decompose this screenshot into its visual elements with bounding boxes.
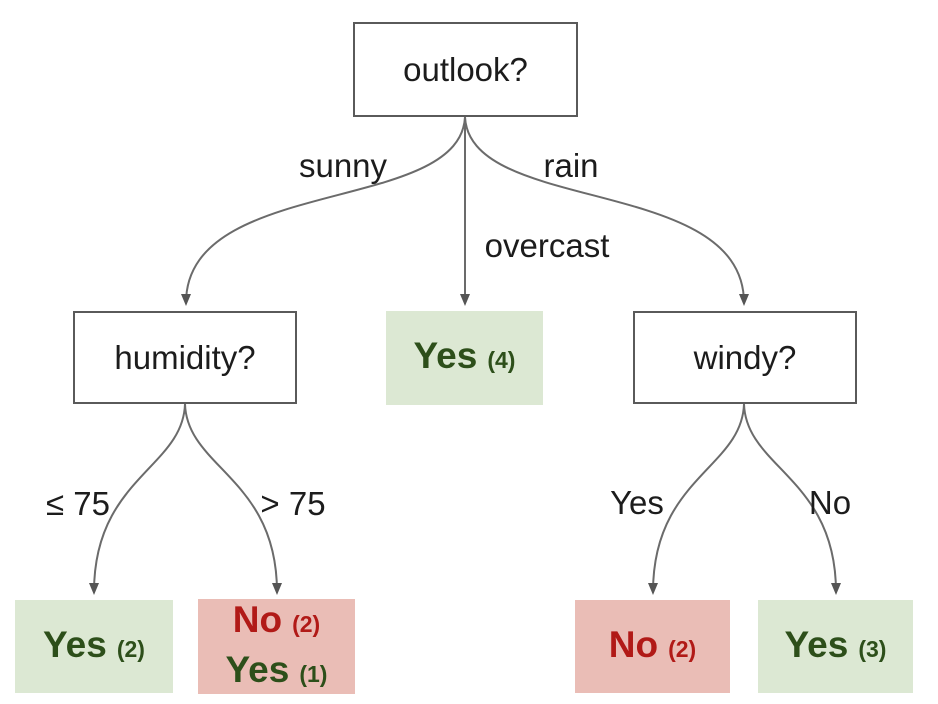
node-windy: windy? <box>633 311 857 404</box>
leaf-verdict: Yes <box>225 648 290 690</box>
leaf-count: (2) <box>292 610 321 637</box>
leaf-verdict: No <box>608 623 659 665</box>
branch-label-sunny: sunny <box>298 147 388 184</box>
leaf-count: (2) <box>116 635 145 662</box>
leaf-windy-yes-no: No (2) <box>575 600 730 693</box>
leaf-verdict: Yes <box>43 623 107 665</box>
node-humidity: humidity? <box>73 311 297 404</box>
leaf-count: (4) <box>487 347 516 373</box>
leaf-humidity-le-yes: Yes (2) <box>15 600 173 693</box>
node-windy-label: windy? <box>693 338 797 376</box>
leaf-verdict: No <box>232 598 283 640</box>
node-outlook: outlook? <box>353 22 578 117</box>
node-outlook-label: outlook? <box>403 50 528 88</box>
branch-label-windy-no: No <box>808 484 852 521</box>
leaf-verdict: Yes <box>784 623 849 665</box>
edge-outlook-windy <box>464 116 749 306</box>
leaf-count: (1) <box>299 660 328 687</box>
leaf-count: (3) <box>858 635 887 662</box>
edge-humidity-no-leaf <box>184 403 282 595</box>
branch-label-windy-yes: Yes <box>610 484 664 521</box>
leaf-humidity-gt-mixed: No (2) Yes (1) <box>198 599 355 694</box>
branch-label-humidity-gt-75: > 75 <box>260 485 326 522</box>
edge-windy-yes-leaf <box>743 403 841 595</box>
leaf-overcast-yes: Yes (4) <box>386 311 543 405</box>
leaf-windy-no-yes: Yes (3) <box>758 600 913 693</box>
leaf-verdict: Yes <box>413 335 478 376</box>
leaf-count: (2) <box>668 635 697 662</box>
edge-outlook-humidity <box>181 116 466 306</box>
branch-label-humidity-le-75: ≤ 75 <box>46 485 110 522</box>
branch-label-overcast: overcast <box>484 227 610 264</box>
edge-humidity-yes-leaf <box>89 403 186 595</box>
edge-windy-no-leaf <box>648 403 745 595</box>
node-humidity-label: humidity? <box>114 338 256 376</box>
branch-label-rain: rain <box>543 147 599 184</box>
